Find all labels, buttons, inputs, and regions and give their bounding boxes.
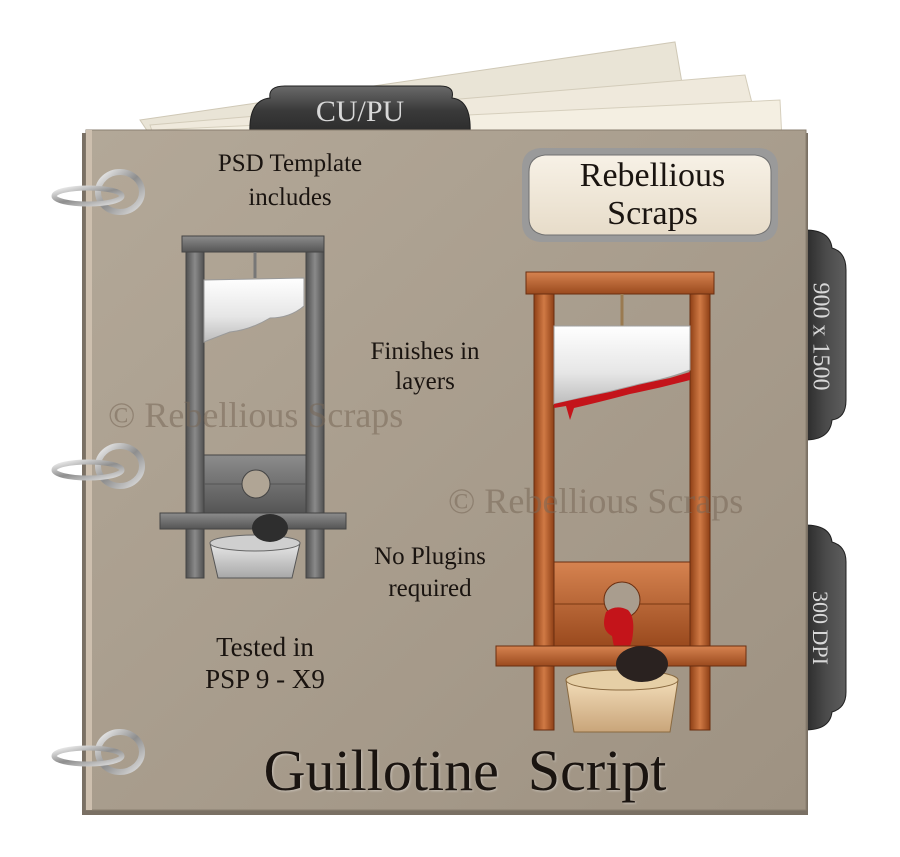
brand-name-line2: Scraps xyxy=(607,195,698,232)
finished-guillotine xyxy=(495,271,747,733)
psd-template-line2: includes xyxy=(248,184,332,211)
dpi-tab xyxy=(804,524,847,731)
size-tab xyxy=(804,229,847,441)
brand-name-line1: Rebellious xyxy=(579,157,726,194)
plugins-line2: required xyxy=(388,575,472,602)
product-title: Guillotine Script xyxy=(263,738,667,803)
psd-template-line1: PSD Template xyxy=(217,150,363,177)
binder-ring-middle xyxy=(51,443,145,489)
brand-plaque xyxy=(522,148,778,242)
cu-pu-label: CU/PU xyxy=(315,95,405,128)
template-guillotine xyxy=(159,235,347,579)
dpi-label: 300 DPI xyxy=(808,591,833,665)
cu-pu-tab xyxy=(249,85,471,136)
binder-ring-top xyxy=(51,169,145,215)
size-label: 900 x 1500 xyxy=(807,282,834,391)
watermark-left: © Rebellious Scraps xyxy=(108,395,404,435)
watermark-right: © Rebellious Scraps xyxy=(448,481,744,521)
tested-line2: PSP 9 - X9 xyxy=(205,664,325,694)
binder-ring-bottom xyxy=(51,729,145,775)
tested-line1: Tested in xyxy=(216,632,314,662)
plugins-line1: No Plugins xyxy=(374,543,486,570)
finishes-line2: layers xyxy=(395,368,455,395)
finishes-line1: Finishes in xyxy=(370,338,480,365)
